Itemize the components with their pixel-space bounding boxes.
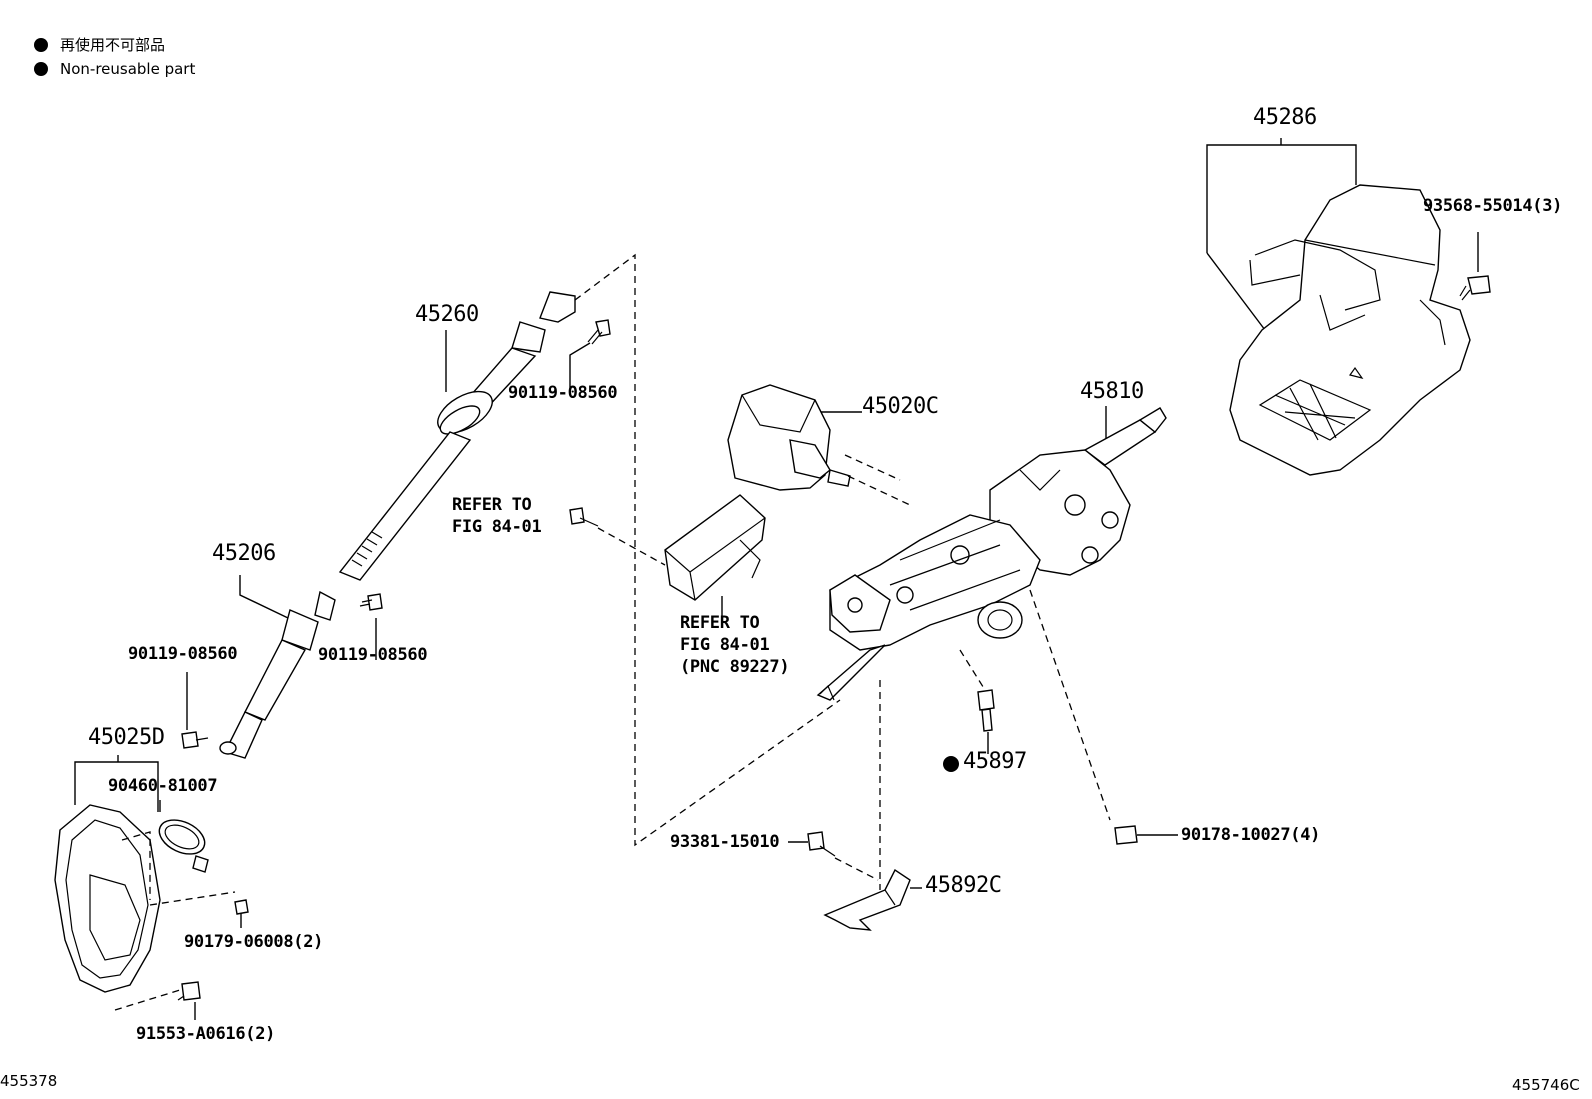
label-45020c[interactable]: 45020C bbox=[862, 394, 939, 419]
figure-id-right: 455746C bbox=[1512, 1076, 1580, 1094]
label-45810[interactable]: 45810 bbox=[1080, 379, 1144, 404]
label-45897[interactable]: 45897 bbox=[963, 749, 1027, 774]
label-90179-06008[interactable]: 90179-06008(2) bbox=[184, 932, 324, 952]
label-90178-10027[interactable]: 90178-10027(4) bbox=[1181, 825, 1321, 845]
label-91553-a0616[interactable]: 91553-A0616(2) bbox=[136, 1024, 276, 1044]
label-refer-fig84-01[interactable]: REFER TO FIG 84-01 bbox=[452, 494, 542, 538]
label-93568-55014[interactable]: 93568-55014(3) bbox=[1423, 196, 1563, 216]
figure-id-left: 455378 bbox=[0, 1072, 58, 1090]
bolt-91553[interactable] bbox=[177, 981, 201, 1020]
label-45892c[interactable]: 45892C bbox=[925, 873, 1002, 898]
bolt-90119-top[interactable] bbox=[569, 319, 611, 392]
universal-joint-45206[interactable] bbox=[219, 575, 336, 759]
hole-cover-45025d[interactable] bbox=[54, 755, 236, 1011]
intermediate-shaft-45260[interactable] bbox=[338, 253, 841, 847]
legend-bullet bbox=[34, 62, 48, 76]
bolt-90119-left[interactable] bbox=[181, 672, 209, 749]
legend-row-jp: 再使用不可部品 bbox=[34, 34, 165, 55]
bracket-45892c[interactable] bbox=[823, 868, 922, 931]
steering-lock-45020c[interactable] bbox=[727, 384, 911, 506]
refer-line-3: (PNC 89227) bbox=[680, 657, 790, 677]
screw-93381[interactable] bbox=[788, 831, 879, 881]
nut-90178[interactable] bbox=[1114, 825, 1178, 845]
label-90119-08560-left[interactable]: 90119-08560 bbox=[128, 644, 238, 664]
bolt-refer-fig84[interactable] bbox=[569, 507, 666, 566]
label-93381-15010[interactable]: 93381-15010 bbox=[670, 832, 780, 852]
label-90119-08560-top[interactable]: 90119-08560 bbox=[508, 383, 618, 403]
label-45206[interactable]: 45206 bbox=[212, 541, 276, 566]
refer-line-2: FIG 84-01 bbox=[680, 635, 770, 655]
steering-column-45810[interactable] bbox=[816, 406, 1167, 890]
label-45286[interactable]: 45286 bbox=[1253, 105, 1317, 130]
refer-line-2: FIG 84-01 bbox=[452, 517, 542, 537]
non-reusable-marker-dot bbox=[943, 756, 959, 772]
module-89227[interactable] bbox=[664, 494, 766, 624]
label-45260[interactable]: 45260 bbox=[415, 302, 479, 327]
bolt-90119-mid[interactable] bbox=[359, 593, 383, 660]
nut-90179[interactable] bbox=[234, 899, 249, 928]
legend-text-en: Non-reusable part bbox=[60, 60, 196, 78]
label-refer-fig84-01-pnc[interactable]: REFER TO FIG 84-01 (PNC 89227) bbox=[680, 612, 790, 678]
refer-line-1: REFER TO bbox=[680, 613, 760, 633]
legend-row-en: Non-reusable part bbox=[34, 60, 195, 78]
label-45025d[interactable]: 45025D bbox=[88, 725, 165, 750]
legend-text-jp: 再使用不可部品 bbox=[60, 36, 166, 54]
refer-line-1: REFER TO bbox=[452, 495, 532, 515]
bolt-45897[interactable] bbox=[977, 689, 995, 754]
label-90119-08560-mid[interactable]: 90119-08560 bbox=[318, 645, 428, 665]
legend-bullet bbox=[34, 37, 48, 52]
label-90460-81007[interactable]: 90460-81007 bbox=[108, 776, 218, 796]
screw-93568[interactable] bbox=[1459, 232, 1491, 301]
column-cover-45286[interactable] bbox=[1206, 138, 1471, 476]
